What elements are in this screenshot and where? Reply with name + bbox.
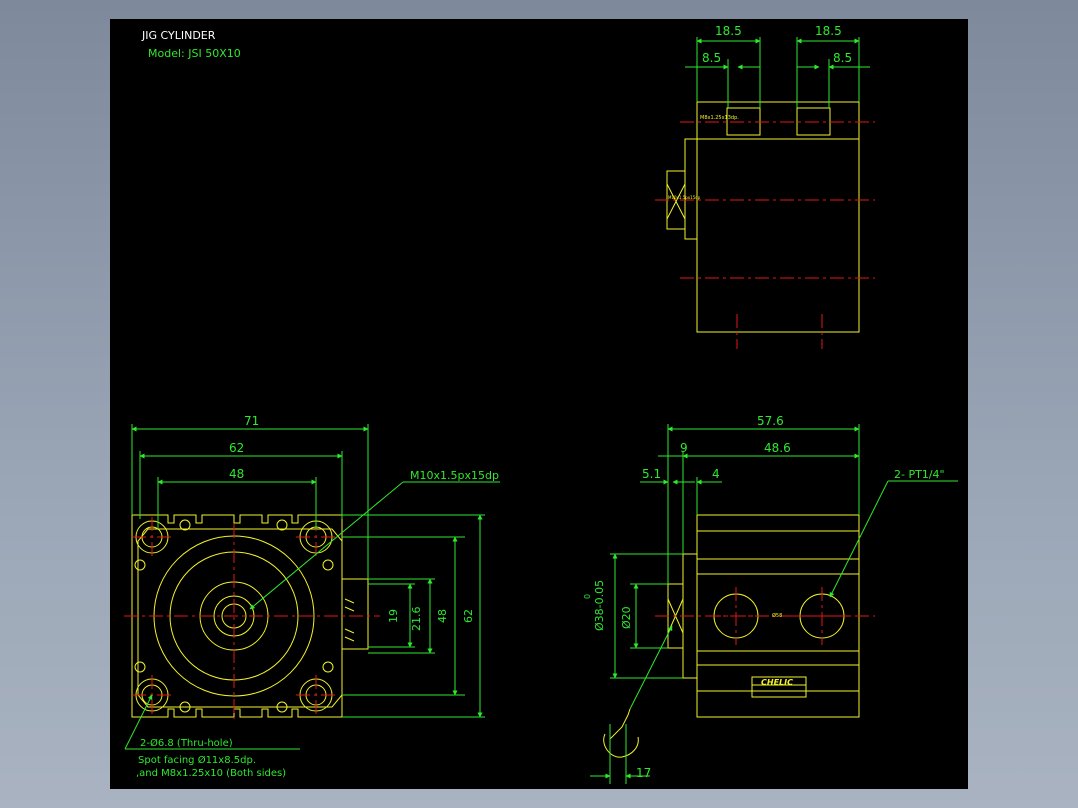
hole-callout-line-1: 2-Ø6.8 (Thru-hole) — [140, 737, 233, 749]
hole-callout-line-3: ,and M8x1.25x10 (Both sides) — [136, 768, 286, 779]
dim-front-48-height: 48 — [436, 609, 449, 623]
cable-outline — [609, 708, 631, 740]
top-view-centerlines — [655, 121, 875, 349]
side-port-callout: 2- PT1/4" — [894, 468, 945, 481]
front-view-dimensions — [124, 424, 500, 750]
brand-logo: CHELIC — [761, 678, 793, 687]
dim-side-38: Ø38-0.05 — [593, 580, 606, 631]
front-rod-thread-callout: M10x1.5px15dp — [410, 469, 499, 482]
dim-side-38-tolerance: 0 — [583, 594, 592, 599]
dim-front-62-height: 62 — [462, 609, 475, 623]
dim-front-48-width: 48 — [229, 467, 244, 481]
dim-top-left-inner: 8.5 — [702, 51, 721, 65]
drawing-canvas: JIG CYLINDER Model: JSI 50X10 18.5 8.5 1… — [110, 19, 968, 789]
dim-side-20: Ø20 — [620, 606, 633, 629]
side-view-dimensions — [590, 424, 958, 784]
dim-side-48-6: 48.6 — [764, 441, 791, 455]
side-view-centerlines — [655, 587, 875, 645]
dim-side-5-1: 5.1 — [642, 467, 661, 481]
front-view-inner-body — [137, 528, 343, 708]
cad-drawing: JIG CYLINDER Model: JSI 50X10 18.5 8.5 1… — [124, 24, 958, 784]
dim-side-17: 17 — [636, 766, 651, 780]
dim-side-57-6: 57.6 — [757, 414, 784, 428]
dim-side-4: 4 — [712, 467, 720, 481]
top-rod-label: M10x1.5px15dp — [668, 195, 701, 200]
dim-front-21-6: 21.6 — [410, 607, 423, 632]
dim-front-19: 19 — [387, 609, 400, 623]
side-view — [603, 514, 860, 758]
drawing-title: JIG CYLINDER — [141, 29, 216, 42]
dim-top-right-outer: 18.5 — [815, 24, 842, 38]
top-view-dimensions — [685, 37, 870, 108]
brand-label-box — [751, 676, 807, 698]
cable-bend — [603, 733, 639, 758]
dim-front-71: 71 — [244, 414, 259, 428]
dim-front-62-width: 62 — [229, 441, 244, 455]
top-view-body — [696, 101, 860, 333]
dim-top-right-inner: 8.5 — [833, 51, 852, 65]
dim-side-9: 9 — [680, 441, 688, 455]
top-port-label: M8x1.25x13dp. — [700, 115, 739, 121]
side-center-label: Ø58 — [772, 612, 782, 619]
model-label: Model: JSI 50X10 — [148, 47, 241, 60]
hole-callout-line-2: Spot facing Ø11x8.5dp. — [138, 754, 256, 766]
front-view-outline — [131, 514, 369, 718]
top-view — [666, 101, 860, 333]
dim-top-left-outer: 18.5 — [715, 24, 742, 38]
top-view-rod-boss — [684, 138, 698, 240]
